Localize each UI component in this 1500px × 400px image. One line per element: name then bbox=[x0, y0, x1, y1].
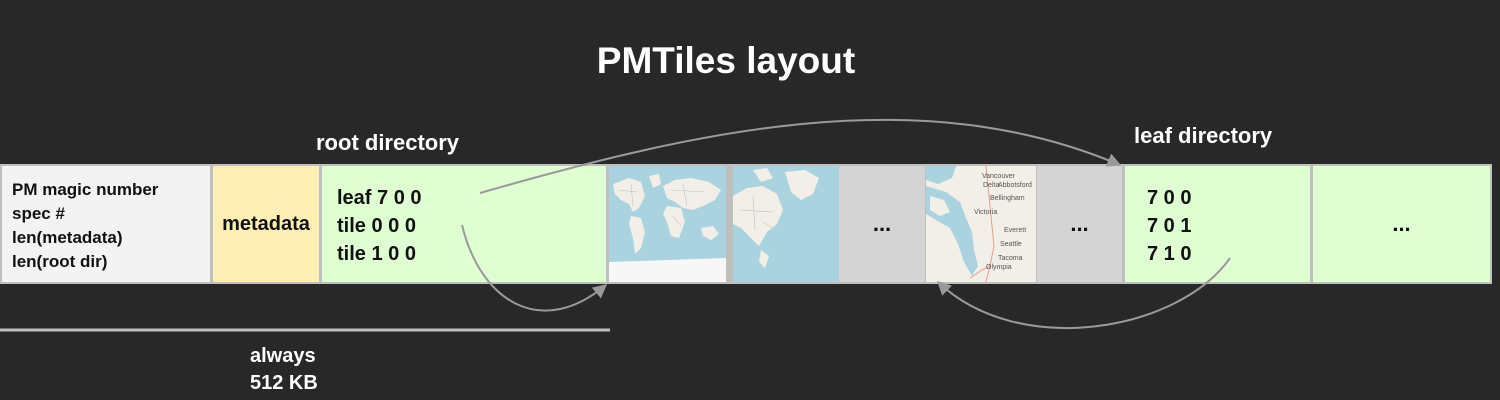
leaf-directory-label: leaf directory bbox=[1134, 123, 1273, 148]
place-olympia: Olympia bbox=[986, 264, 1012, 271]
root-directory-label: root directory bbox=[316, 130, 460, 155]
place-abbotsford: Abbotsford bbox=[998, 182, 1032, 189]
size-annotation-line2: 512 KB bbox=[250, 372, 318, 394]
root-entry-tile-000: tile 0 0 0 bbox=[337, 215, 416, 237]
map-tile-north-america-image bbox=[733, 166, 839, 282]
header-line-len-metadata: len(metadata) bbox=[12, 228, 123, 247]
map-tile-world bbox=[609, 166, 726, 282]
place-everett: Everett bbox=[1004, 227, 1026, 234]
tile-gap-2: ... bbox=[1037, 166, 1122, 282]
arrow-root-to-tile bbox=[461, 224, 608, 312]
arrow-root-to-leaf bbox=[479, 118, 1122, 194]
leaf-entry-710: 7 1 0 bbox=[1147, 243, 1192, 265]
leaf-entry-700: 7 0 0 bbox=[1147, 187, 1192, 209]
metadata-label: metadata bbox=[222, 212, 310, 235]
ellipsis-3: ... bbox=[1392, 211, 1411, 236]
header-line-magic: PM magic number bbox=[12, 180, 159, 199]
place-seattle: Seattle bbox=[1000, 241, 1022, 248]
root-entry-tile-100: tile 1 0 0 bbox=[337, 243, 416, 265]
ellipsis-2: ... bbox=[1070, 211, 1089, 236]
metadata-block: metadata bbox=[213, 166, 319, 282]
ellipsis-1: ... bbox=[872, 211, 892, 236]
size-annotation-line1: always bbox=[250, 345, 316, 367]
place-tacoma: Tacoma bbox=[998, 255, 1023, 262]
place-delta: Delta bbox=[983, 182, 999, 189]
header-line-len-root: len(root dir) bbox=[12, 252, 108, 271]
leaf-entry-701: 7 0 1 bbox=[1147, 215, 1192, 237]
map-tile-north-america bbox=[733, 166, 839, 282]
place-bellingham: Bellingham bbox=[990, 195, 1025, 202]
arrow-leaf-to-tile bbox=[936, 257, 1231, 329]
size-annotation: always 512 KB bbox=[250, 343, 318, 397]
header-block: PM magic number spec # len(metadata) len… bbox=[2, 166, 210, 282]
place-victoria: Victoria bbox=[974, 209, 997, 216]
root-directory-block: leaf 7 0 0 tile 0 0 0 tile 1 0 0 bbox=[322, 166, 606, 282]
leaf-directory-block: 7 0 0 7 0 1 7 1 0 bbox=[1125, 166, 1310, 282]
map-tile-puget-sound-image: Vancouver Delta Abbotsford Bellingham Vi… bbox=[926, 166, 1036, 282]
place-vancouver: Vancouver bbox=[982, 173, 1016, 180]
map-tile-puget-sound: Vancouver Delta Abbotsford Bellingham Vi… bbox=[926, 166, 1036, 282]
map-tile-world-image bbox=[609, 166, 726, 282]
root-entry-leaf: leaf 7 0 0 bbox=[337, 187, 422, 209]
diagram-title: PMTiles layout bbox=[596, 40, 856, 81]
tile-gap-1: ... bbox=[839, 166, 925, 282]
header-line-spec: spec # bbox=[12, 204, 65, 223]
trailing-block: ... bbox=[1313, 166, 1490, 282]
